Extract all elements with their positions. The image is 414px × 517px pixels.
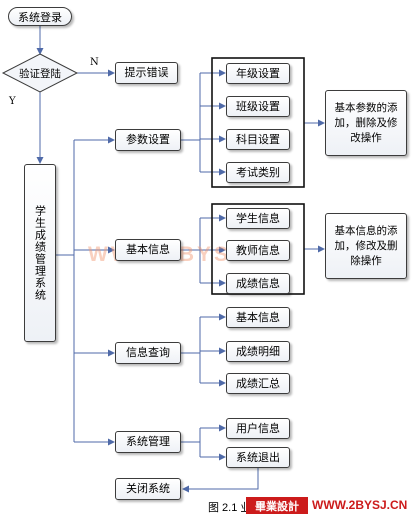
class-node: 班级设置: [226, 96, 290, 117]
q-score-detail-node: 成绩明细: [226, 341, 290, 362]
score-info-node: 成绩信息: [226, 273, 290, 294]
params-note: 基本参数的添加，删除及修改操作: [325, 90, 407, 156]
main-system-node: 学生成绩管理系统: [24, 164, 56, 342]
query-node: 信息查询: [115, 342, 181, 364]
site-logo-badge: 畢業設計: [246, 497, 308, 514]
login-node: 系统登录: [8, 7, 72, 26]
edge-exit-close: [182, 466, 259, 493]
yes-branch-label: Y: [9, 96, 16, 107]
q-score-sum-node: 成绩汇总: [226, 373, 290, 394]
teacher-info-node: 教师信息: [226, 240, 290, 261]
params-group-frame: [211, 57, 305, 188]
grade-node: 年级设置: [226, 63, 290, 84]
basic-note: 基本信息的添加，修改及删除操作: [325, 213, 407, 279]
verify-diamond: [1, 53, 79, 93]
sysmgmt-node: 系统管理: [115, 431, 181, 453]
no-branch-label: N: [90, 57, 99, 68]
sys-exit-node: 系统退出: [226, 447, 290, 468]
close-node: 关闭系统: [115, 478, 181, 500]
exam-type-node: 考试类别: [226, 162, 290, 183]
basic-group-frame: [211, 203, 305, 295]
error-node: 提示错误: [115, 62, 178, 84]
verify-node-label: 验证登陆: [19, 67, 61, 80]
site-logo-url: WWW.2BYSJ.CN: [312, 498, 408, 512]
user-info-node: 用户信息: [226, 418, 290, 439]
basic-node: 基本信息: [115, 239, 181, 261]
student-info-node: 学生信息: [226, 208, 290, 229]
subject-node: 科目设置: [226, 129, 290, 150]
q-basic-node: 基本信息: [226, 307, 290, 328]
params-node: 参数设置: [115, 129, 181, 151]
